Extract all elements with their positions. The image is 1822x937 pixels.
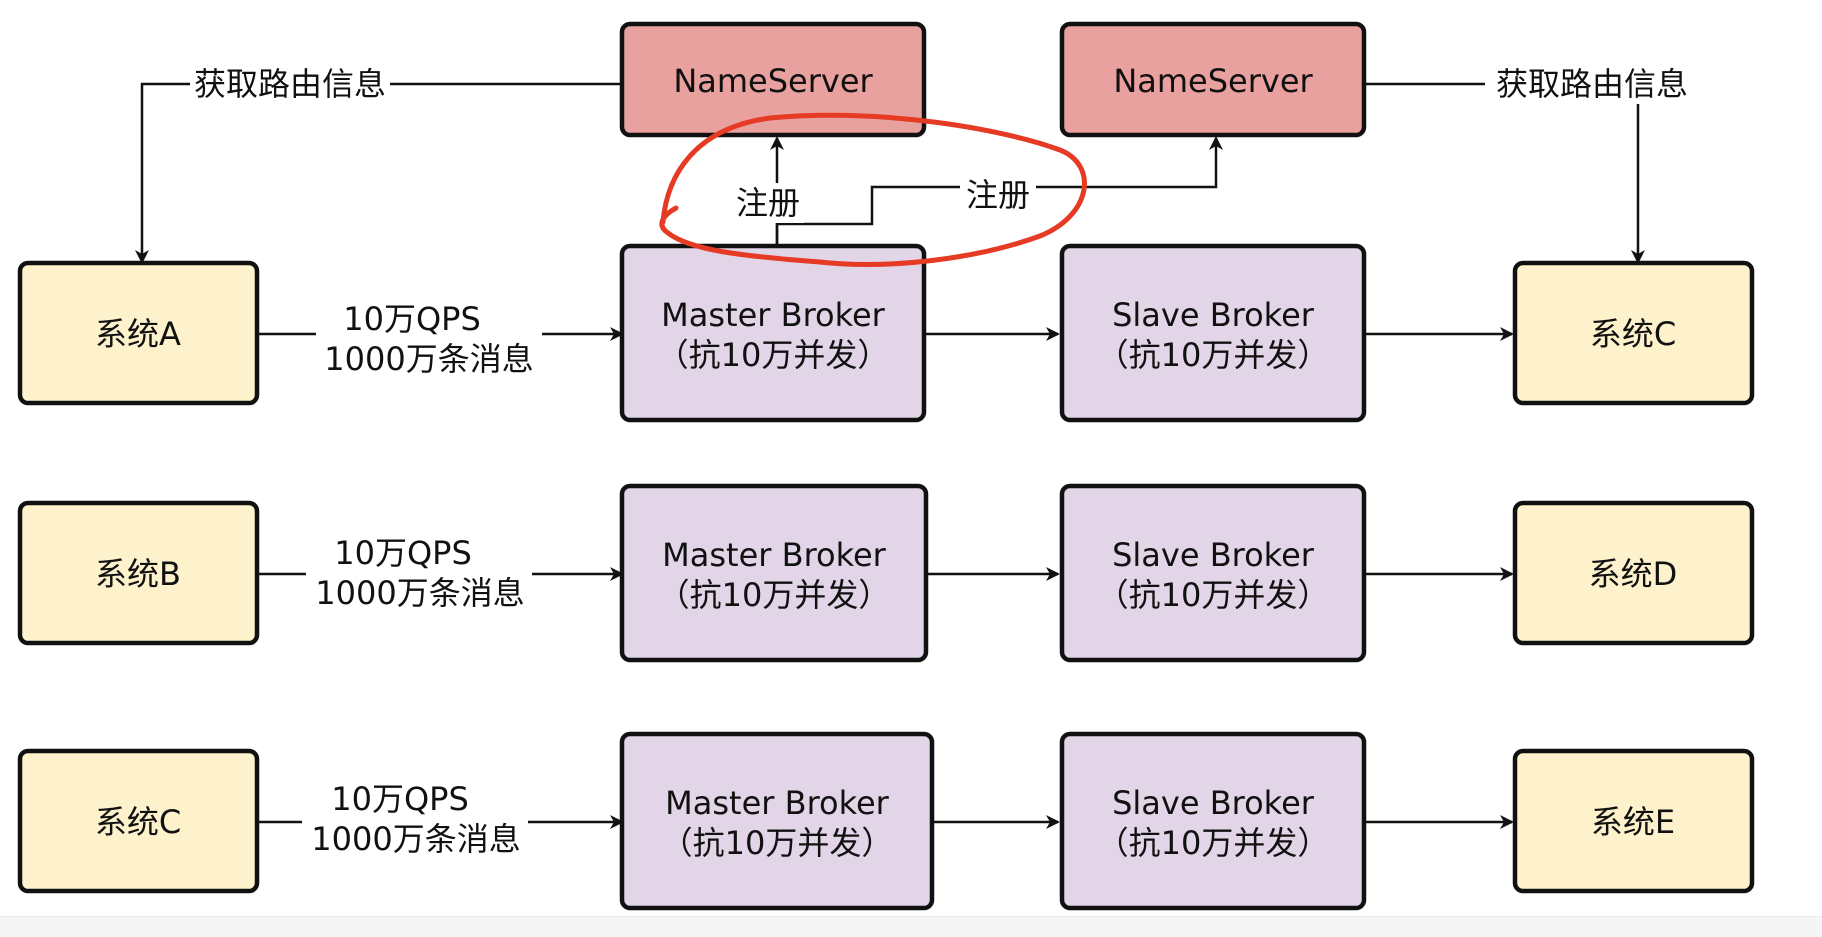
traffic-volume: 1000万条消息 bbox=[324, 340, 533, 378]
label-backdrop bbox=[730, 183, 804, 223]
master-broker-rect bbox=[619, 483, 929, 663]
nameserver-node-left[interactable]: NameServer bbox=[619, 21, 927, 138]
traffic-volume: 1000万条消息 bbox=[315, 574, 524, 612]
slave-broker-title: Slave Broker bbox=[1112, 296, 1315, 334]
route-info-label-left: 获取路由信息 bbox=[190, 64, 390, 104]
slave-broker-node-row3[interactable]: Slave Broker （抗10万并发） bbox=[1059, 731, 1367, 911]
slave-broker-rect bbox=[1059, 731, 1367, 911]
nameserver-rect bbox=[619, 21, 927, 138]
bottom-edge-strip bbox=[0, 916, 1822, 937]
traffic-volume: 1000万条消息 bbox=[311, 820, 520, 858]
traffic-label-row1: 10万QPS 1000万条消息 bbox=[316, 296, 542, 378]
consumer-rect bbox=[1512, 500, 1755, 646]
label-backdrop bbox=[960, 174, 1036, 214]
slave-broker-title: Slave Broker bbox=[1112, 784, 1315, 822]
traffic-qps: 10万QPS bbox=[331, 780, 469, 818]
nameserver-rect bbox=[1059, 21, 1367, 138]
route-info-edge-left bbox=[135, 82, 620, 264]
producer-node-row1[interactable]: 系统A bbox=[17, 260, 260, 406]
slave-broker-node-row2[interactable]: Slave Broker （抗10万并发） bbox=[1059, 483, 1367, 663]
slave-broker-rect bbox=[1059, 243, 1367, 423]
slave-broker-capacity: （抗10万并发） bbox=[1097, 336, 1330, 374]
slave-broker-capacity: （抗10万并发） bbox=[1097, 824, 1330, 862]
slave-broker-rect bbox=[1059, 483, 1367, 663]
consumer-label: 系统D bbox=[1589, 555, 1678, 593]
producer-node-row2[interactable]: 系统B bbox=[17, 500, 260, 646]
slave-broker-title: Slave Broker bbox=[1112, 536, 1315, 574]
register-label-left: 注册 bbox=[730, 183, 804, 223]
producer-rect bbox=[17, 500, 260, 646]
register-label-right: 注册 bbox=[960, 174, 1036, 214]
traffic-label-row2: 10万QPS 1000万条消息 bbox=[306, 530, 532, 612]
master-broker-node-row2[interactable]: Master Broker （抗10万并发） bbox=[619, 483, 929, 663]
traffic-qps: 10万QPS bbox=[343, 300, 481, 338]
producer-node-row3[interactable]: 系统C bbox=[17, 748, 260, 894]
route-info-edge-right bbox=[1365, 82, 1645, 264]
slave-broker-node-row1[interactable]: Slave Broker （抗10万并发） bbox=[1059, 243, 1367, 423]
master-broker-title: Master Broker bbox=[665, 784, 890, 822]
consumer-node-row2[interactable]: 系统D bbox=[1512, 500, 1755, 646]
nameserver-node-right[interactable]: NameServer bbox=[1059, 21, 1367, 138]
connectors bbox=[135, 82, 1645, 829]
consumer-label: 系统E bbox=[1591, 803, 1675, 841]
label-backdrop bbox=[316, 296, 542, 376]
producer-label: 系统B bbox=[95, 555, 181, 593]
traffic-label-row3: 10万QPS 1000万条消息 bbox=[302, 777, 528, 859]
register-text: 注册 bbox=[736, 184, 800, 222]
producer-label: 系统C bbox=[95, 803, 181, 841]
producer-rect bbox=[17, 260, 260, 406]
label-backdrop bbox=[190, 64, 390, 104]
register-text: 注册 bbox=[966, 176, 1030, 214]
master-broker-title: Master Broker bbox=[662, 536, 887, 574]
label-backdrop bbox=[1485, 64, 1699, 104]
consumer-rect bbox=[1512, 260, 1755, 406]
nameserver-label: NameServer bbox=[1113, 62, 1313, 100]
consumer-rect bbox=[1512, 748, 1755, 894]
master-broker-title: Master Broker bbox=[661, 296, 886, 334]
route-info-label-right: 获取路由信息 bbox=[1485, 64, 1699, 104]
master-broker-capacity: （抗10万并发） bbox=[661, 824, 894, 862]
register-edge-right bbox=[775, 136, 1223, 244]
producer-rect bbox=[17, 748, 260, 894]
producer-label: 系统A bbox=[95, 315, 181, 353]
master-broker-node-row3[interactable]: Master Broker （抗10万并发） bbox=[619, 731, 935, 911]
consumer-label: 系统C bbox=[1590, 315, 1676, 353]
master-broker-node-row1[interactable]: Master Broker （抗10万并发） bbox=[619, 243, 927, 423]
master-broker-capacity: （抗10万并发） bbox=[657, 336, 890, 374]
master-broker-capacity: （抗10万并发） bbox=[658, 576, 891, 614]
consumer-node-row1[interactable]: 系统C bbox=[1512, 260, 1755, 406]
route-info-text: 获取路由信息 bbox=[1496, 65, 1688, 103]
annotation-circle bbox=[659, 112, 1087, 267]
master-broker-rect bbox=[619, 731, 935, 911]
label-backdrop bbox=[302, 777, 528, 859]
nameserver-label: NameServer bbox=[673, 62, 873, 100]
consumer-node-row3[interactable]: 系统E bbox=[1512, 748, 1755, 894]
slave-broker-capacity: （抗10万并发） bbox=[1097, 576, 1330, 614]
master-broker-rect bbox=[619, 243, 927, 423]
traffic-qps: 10万QPS bbox=[334, 534, 472, 572]
route-info-text: 获取路由信息 bbox=[194, 65, 386, 103]
label-backdrop bbox=[306, 530, 532, 612]
